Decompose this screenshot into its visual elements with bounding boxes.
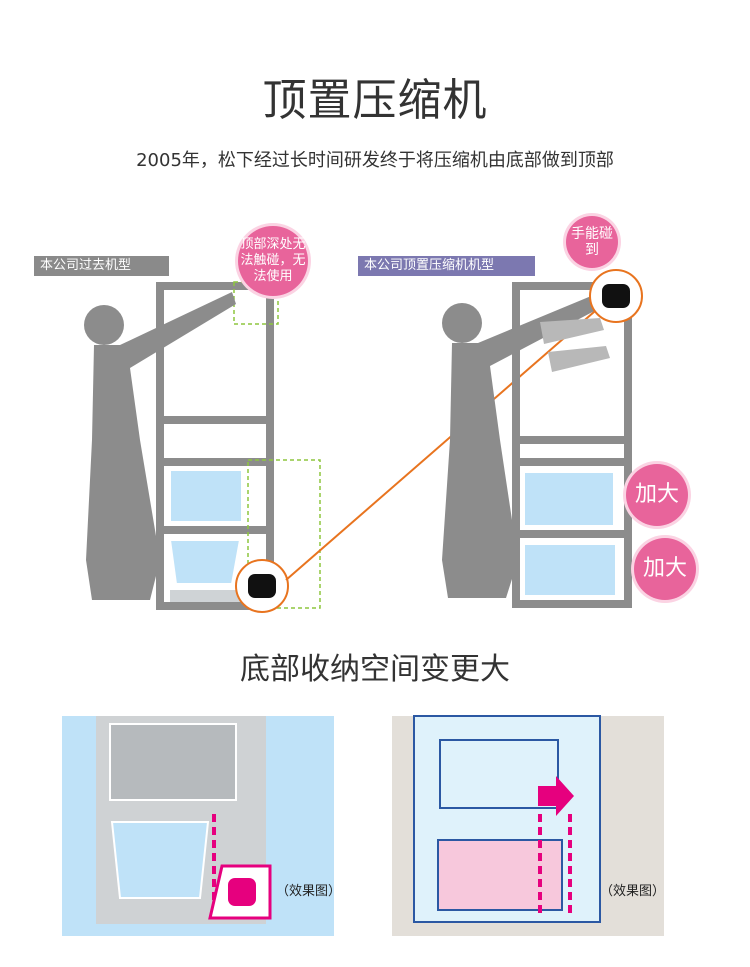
right-upper-drawer [439, 739, 559, 809]
new-person-silhouette [442, 294, 610, 598]
left-lower-drawer [110, 821, 210, 899]
right-fridge-body [413, 715, 601, 923]
right-lower-drawer [437, 839, 563, 911]
comparison-illustration [84, 269, 643, 613]
old-compressor-icon [248, 574, 276, 598]
compressor-move-line [285, 304, 603, 581]
new-compressor-icon [602, 284, 630, 308]
page-title: 顶置压缩机 [262, 75, 488, 126]
old-bottom-zone [247, 459, 321, 609]
effect-note-left: （效果图） [276, 884, 342, 899]
page-subtitle: 2005年，松下经过长时间研发终于将压缩机由底部做到顶部 [136, 150, 614, 171]
enlarge-badge-lower: 加大 [634, 538, 696, 600]
new-top-note-bubble: 手能碰到 [566, 216, 618, 268]
section-title-storage: 底部收纳空间变更大 [240, 652, 510, 687]
new-fridge [512, 282, 632, 608]
enlarge-arrow-icon [538, 776, 574, 816]
left-upper-drawer [109, 723, 237, 801]
old-drawer-lower [168, 539, 242, 585]
left-panel-bg [62, 716, 334, 936]
old-drawer-upper [169, 469, 243, 523]
new-drawer-lower [523, 543, 617, 597]
left-compressor-icon [228, 878, 256, 906]
right-panel-bg [392, 716, 664, 936]
old-fridge [156, 282, 274, 610]
left-fridge-body [96, 716, 266, 924]
effect-note-right: （效果图） [600, 884, 666, 899]
old-top-note-bubble: 顶部深处无法触碰，无法使用 [238, 226, 308, 296]
enlarge-badge-upper: 加大 [626, 464, 688, 526]
new-drawer-upper [523, 471, 615, 527]
new-model-label: 本公司顶置压缩机机型 [358, 256, 535, 276]
old-model-label: 本公司过去机型 [34, 256, 169, 276]
left-compressor-box [208, 864, 272, 920]
old-person-silhouette [84, 292, 236, 600]
